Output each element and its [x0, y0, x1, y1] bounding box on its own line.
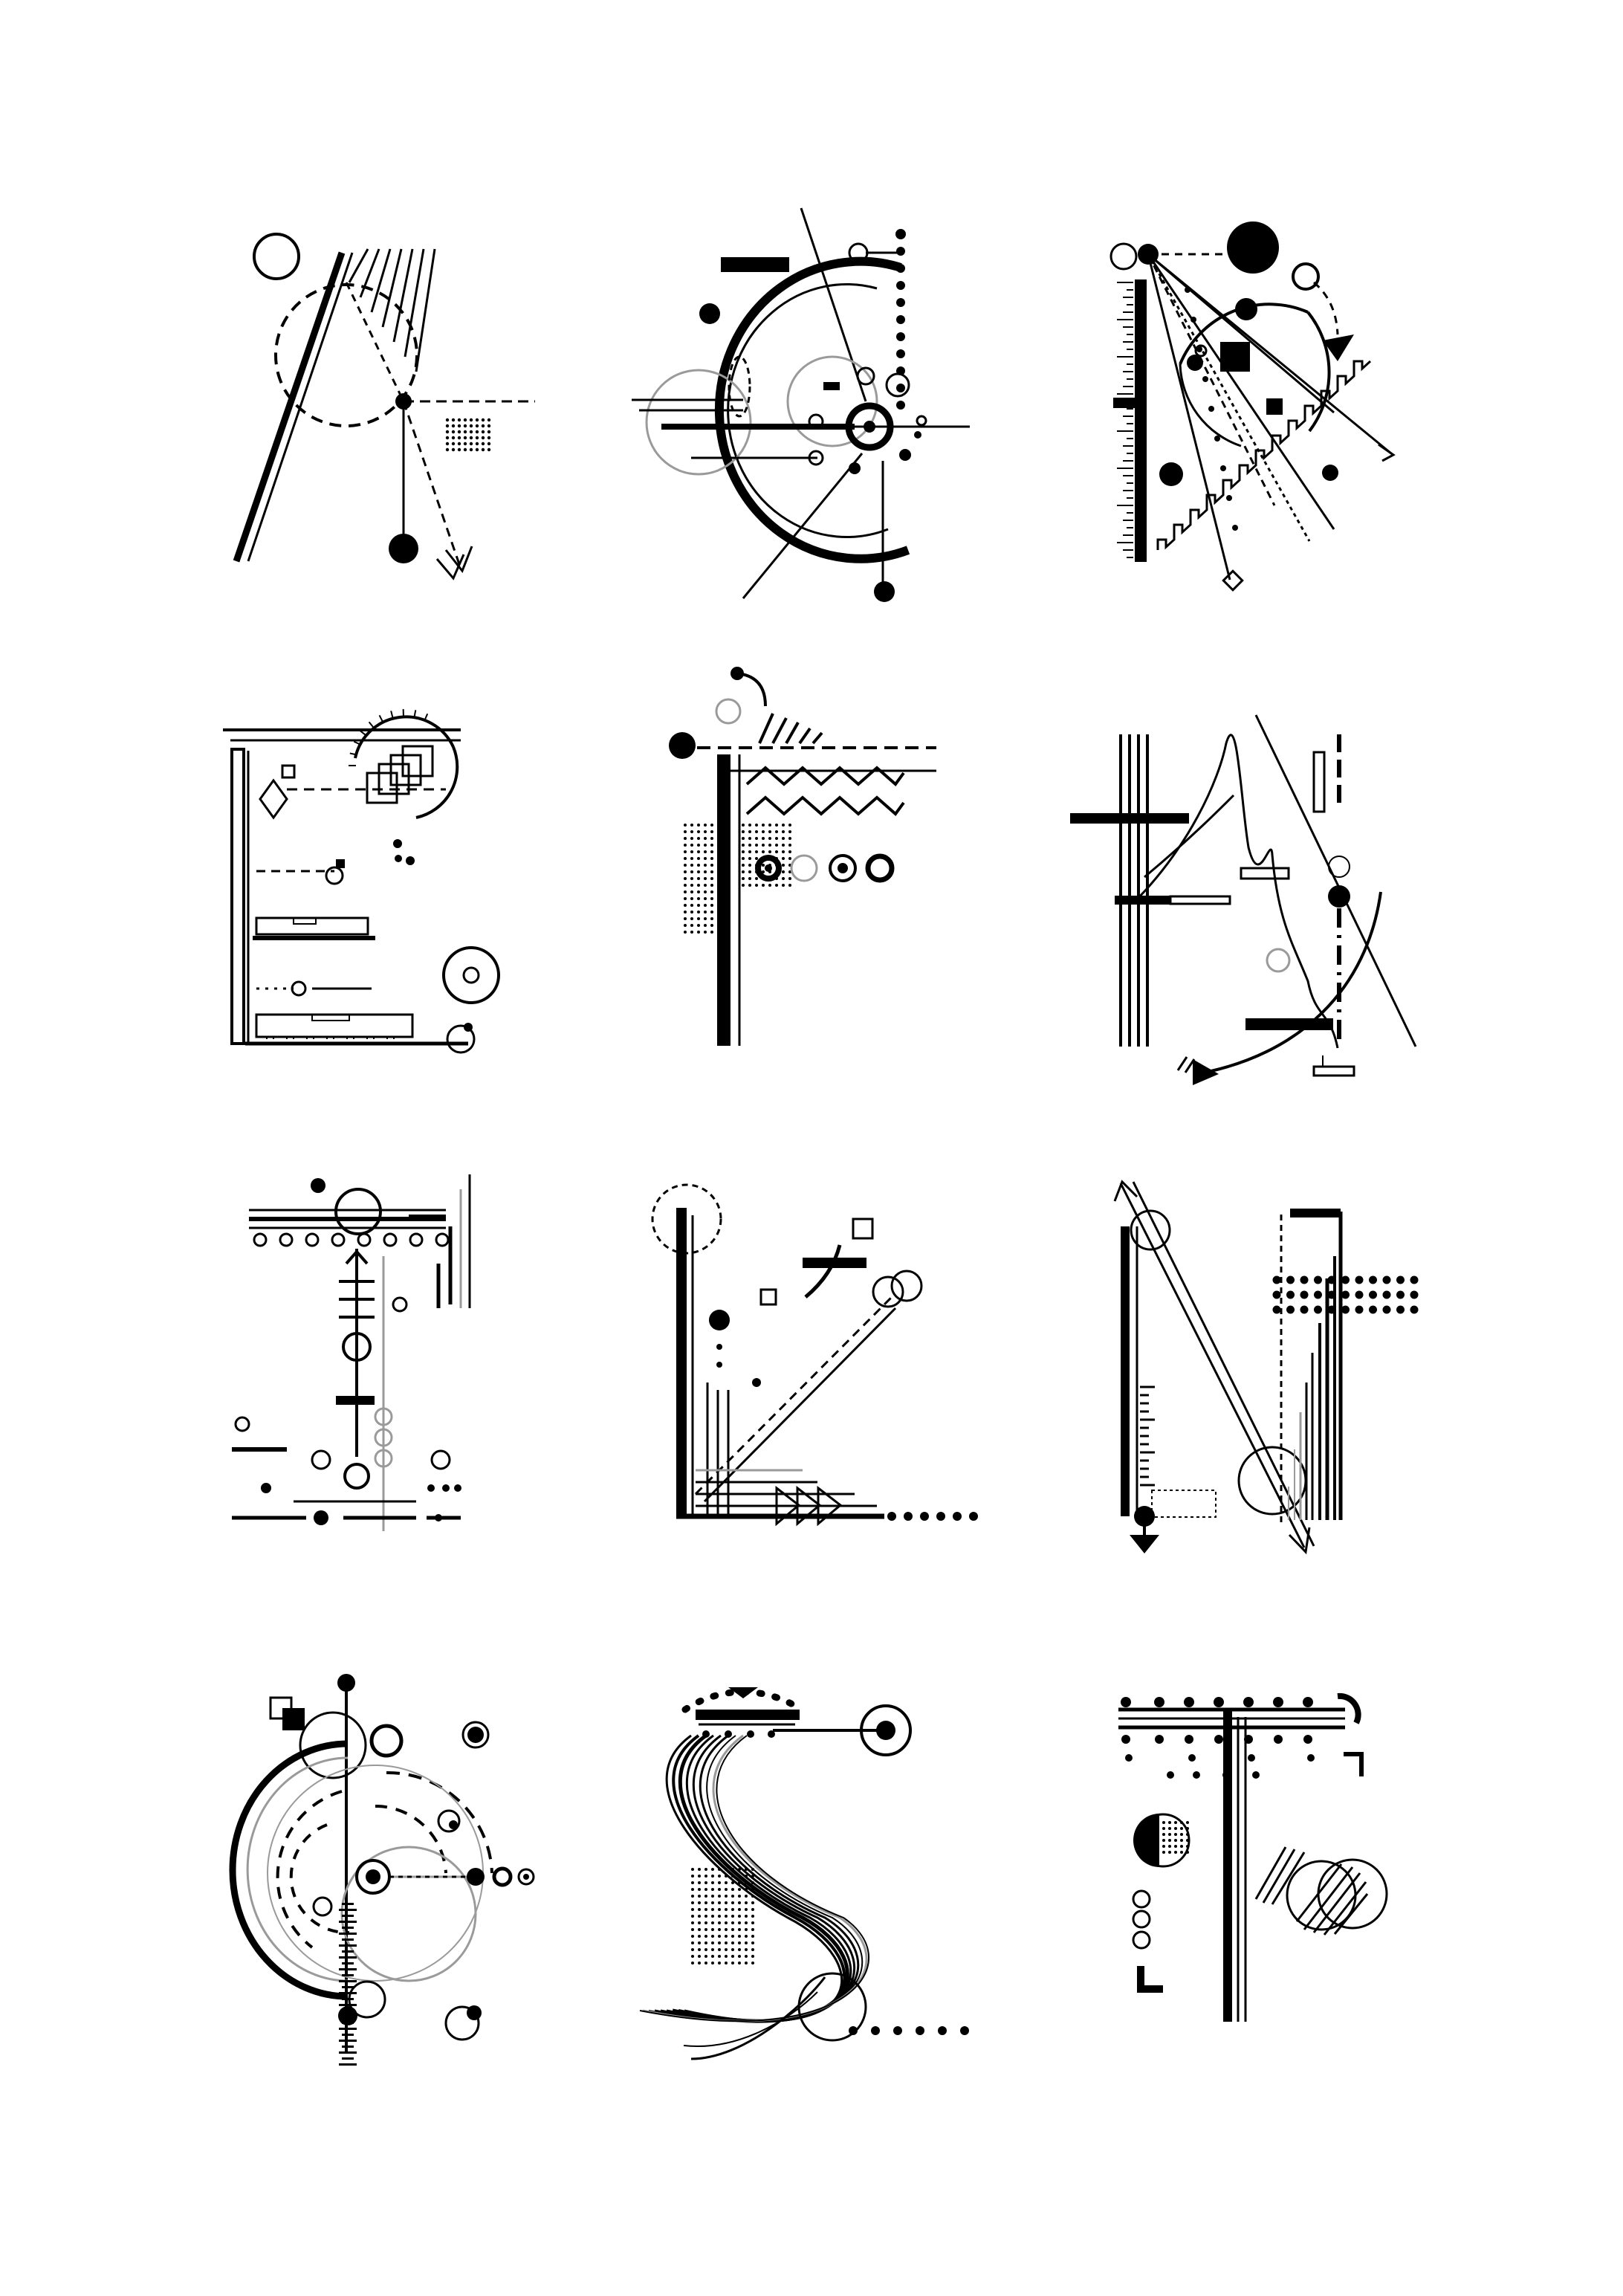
letter-n-glyph [1113, 1180, 1419, 1555]
letter-t-glyph [1118, 1692, 1388, 2022]
letter-h-glyph [1070, 714, 1417, 1085]
letter-s-glyph [639, 1687, 969, 2060]
letter-o-glyph [229, 1674, 535, 2066]
letter-f-glyph [669, 667, 936, 1046]
letter-a-glyph [233, 233, 535, 581]
letter-e-glyph [223, 709, 500, 1054]
letter-c-glyph [632, 207, 970, 602]
letter-l-glyph [651, 1183, 978, 1527]
letter-d-glyph [1109, 221, 1396, 592]
letter-i-glyph [232, 1174, 471, 1531]
